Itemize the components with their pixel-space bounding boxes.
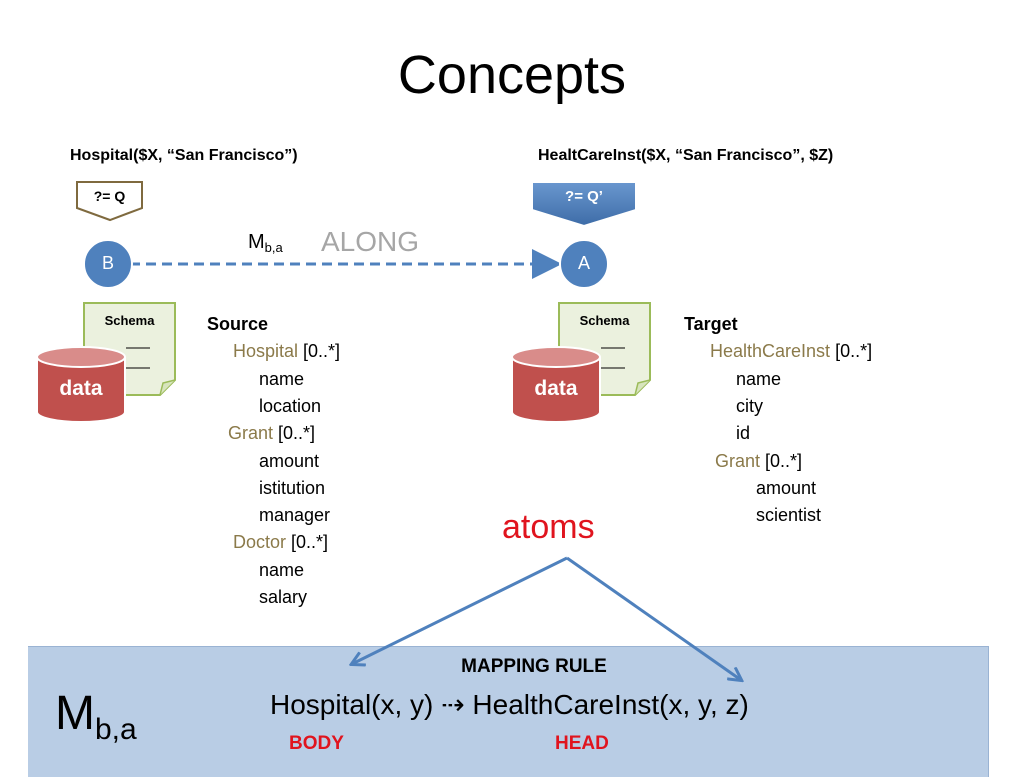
body-atom: Hospital(x, y) — [270, 689, 434, 720]
cardinality: [0..*] — [760, 450, 803, 471]
query-badge-q-label: ?= Q — [93, 188, 126, 204]
entity-name: Grant — [715, 450, 761, 471]
node-a-label: A — [577, 253, 590, 273]
tree-attribute: name — [259, 559, 305, 580]
head-atom: HealthCareInst(x, y, z) — [472, 689, 749, 720]
along-label: ALONG — [321, 226, 420, 257]
atoms-label: atoms — [502, 508, 595, 546]
cardinality: [0..*] — [273, 423, 316, 444]
tree-entity: HealthCareInst [0..*] — [710, 338, 872, 365]
head-label: HEAD — [555, 733, 609, 754]
node-b-label: B — [101, 253, 114, 273]
tree-header: Target — [684, 314, 738, 334]
target-database — [511, 346, 601, 423]
cardinality: [0..*] — [298, 341, 341, 362]
tree-attribute: manager — [259, 505, 331, 526]
target-data-label: data — [534, 377, 578, 400]
source-query-label: Hospital($X, “San Francisco”) — [70, 147, 298, 164]
entity-name: HealthCareInst — [710, 341, 831, 362]
entity-name: Doctor — [233, 532, 287, 553]
mapping-rule-title: MAPPING RULE — [461, 656, 607, 677]
tree-attribute: id — [736, 423, 751, 444]
entity-name: Grant — [228, 423, 274, 444]
tree-attribute: name — [259, 368, 305, 389]
cardinality: [0..*] — [286, 532, 329, 553]
source-schema-label: Schema — [104, 313, 155, 328]
mapping-edge-label: Mb,a — [248, 231, 283, 255]
tree-attribute: salary — [259, 587, 308, 607]
mapping-rule-panel — [28, 646, 989, 777]
tree-header: Source — [207, 314, 269, 334]
tree-attribute: istitution — [259, 477, 326, 498]
tree-entity: Hospital [0..*] — [233, 338, 340, 365]
query-badge-q — [76, 181, 143, 222]
target-schema-label: Schema — [579, 313, 630, 328]
tree-attribute: amount — [756, 477, 817, 498]
cardinality: [0..*] — [830, 341, 873, 362]
tree-entity: Doctor [0..*] — [233, 529, 328, 556]
tree-attribute: scientist — [756, 505, 822, 526]
tree-attribute: location — [259, 395, 322, 416]
node-b — [83, 239, 133, 289]
tree-entity: Grant [0..*] — [715, 448, 802, 475]
entity-name: Hospital — [233, 341, 299, 362]
mapping-rule-expression: Hospital(x, y) ⇢ HealthCareInst(x, y, z) — [270, 688, 749, 721]
query-badge-q-prime — [531, 181, 637, 228]
target-query-label: HealtCareInst($X, “San Francisco”, $Z) — [538, 147, 834, 164]
tree-attribute: amount — [259, 450, 320, 471]
page-title: Concepts — [397, 45, 627, 105]
mapping-symbol: Mb,a — [55, 687, 137, 746]
source-data-label: data — [59, 377, 103, 400]
source-database — [36, 346, 126, 423]
tree-attribute: name — [736, 368, 782, 389]
query-badge-q-prime-label: ?= Q’ — [565, 188, 603, 205]
tree-entity: Grant [0..*] — [228, 420, 315, 447]
body-label: BODY — [289, 733, 344, 754]
node-a — [559, 239, 609, 289]
tree-attribute: city — [736, 395, 763, 416]
implies-arrow: ⇢ — [441, 689, 465, 720]
